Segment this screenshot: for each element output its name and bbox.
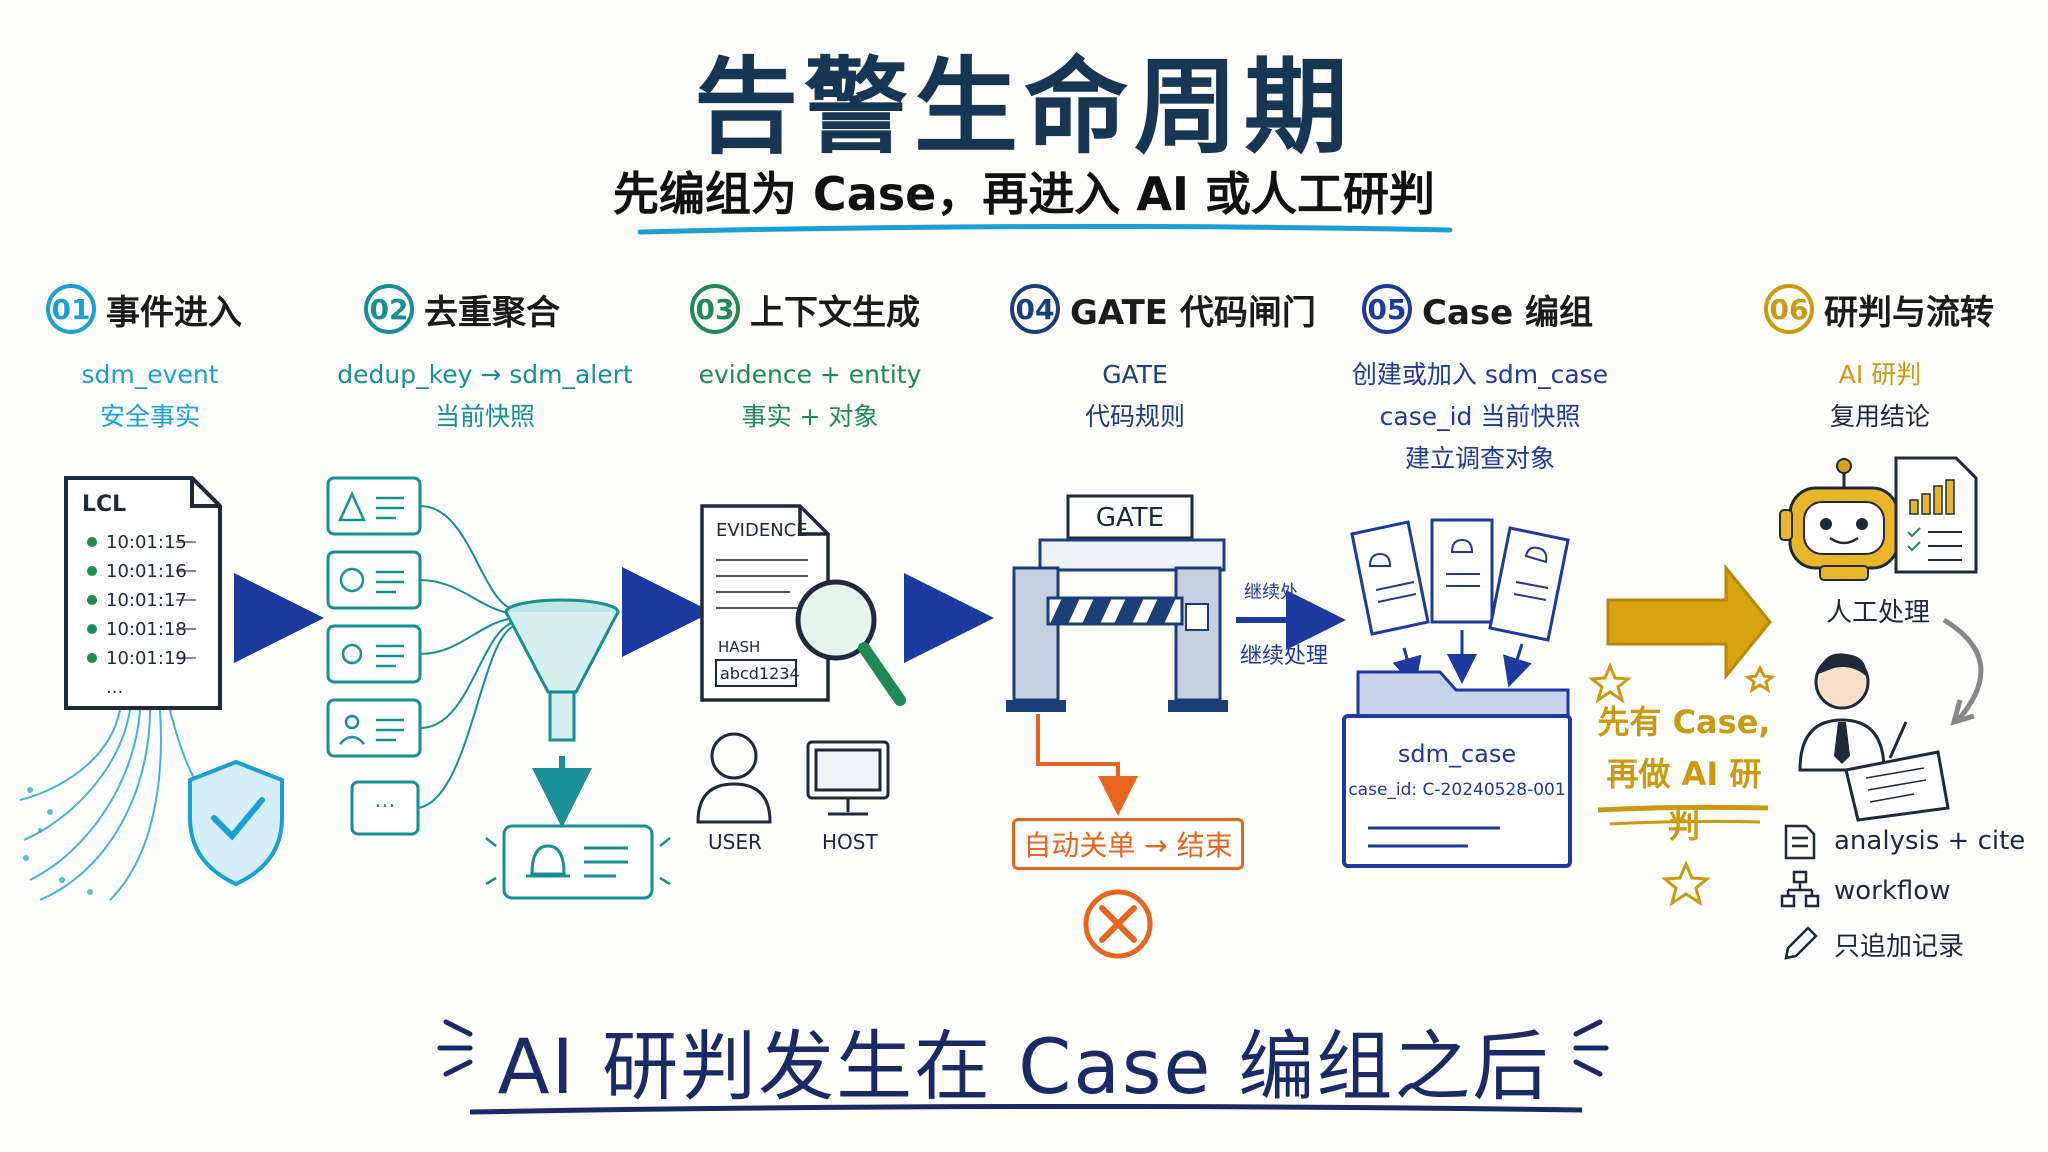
shield-check-icon [188, 759, 284, 887]
step-04-title: GATE 代码闸门 [1070, 292, 1316, 333]
log-document-icon [64, 476, 222, 710]
workflow-label: workflow [1834, 876, 1951, 906]
auto-close-box: 自动关单 → 结束 [1012, 818, 1244, 870]
gate-sign-text: GATE [1095, 503, 1165, 533]
analysis-cite-label: analysis + cite [1834, 826, 2026, 856]
footer-statement: AI 研判发生在 Case 编组之后 [497, 1022, 1551, 1111]
case-first-slogan: 先有 Case, 再做 AI 研判 [1597, 703, 1771, 845]
step-05-header: 05 Case 编组 [1362, 284, 1593, 334]
gate-continue-label: 继续处理 [1240, 644, 1329, 669]
chart-document-icon [1894, 456, 1978, 574]
gate-close-arrow [1036, 714, 1138, 816]
step-04-number: 04 [1010, 284, 1060, 334]
data-stream-lines [19, 709, 211, 901]
step-02-title: 去重聚合 [424, 292, 560, 333]
step-01-header: 01 事件进入 [46, 284, 242, 334]
step-06-number: 06 [1764, 284, 1814, 334]
magnifier-icon [795, 579, 906, 706]
manual-process-label: 人工处理 [1826, 598, 1931, 628]
step-05-title: Case 编组 [1422, 292, 1594, 333]
host-icon [806, 740, 890, 816]
log-times: 10:01:15 10:01:16 10:01:17 10:01:18 10:0… [106, 532, 187, 698]
funnel-input-lines [417, 505, 515, 809]
log-doc-label: LCL [82, 492, 127, 517]
step-03-header: 03 上下文生成 [690, 284, 920, 334]
step-03-title: 上下文生成 [750, 292, 920, 333]
user-label: USER [708, 830, 762, 854]
funnel-icon [504, 598, 620, 742]
case-folder-icon [1342, 670, 1572, 868]
workflow-icon [1780, 870, 1820, 908]
user-icon [696, 732, 772, 824]
pencil-icon [1784, 926, 1818, 960]
evidence-doc-title: EVIDENCE [716, 520, 808, 541]
step-02-header: 02 去重聚合 [364, 284, 560, 334]
alert-cards [326, 476, 422, 836]
step-04-header: 04 GATE 代码闸门 [1010, 284, 1316, 334]
robot-icon [1779, 458, 1909, 581]
hash-value: abcd1234 [720, 664, 800, 683]
gate-icon [1006, 494, 1228, 712]
person-writing-icon [1798, 653, 1950, 822]
more-alerts-ellipsis: ... [374, 788, 396, 813]
step-01-number: 01 [46, 284, 96, 334]
step-06-title: 研判与流转 [1824, 292, 1994, 333]
subtitle-underline [637, 223, 1453, 235]
step-05-number: 05 [1362, 284, 1412, 334]
append-only-label: 只追加记录 [1834, 932, 1965, 962]
footer-left-marks [437, 1019, 473, 1077]
step-02-number: 02 [364, 284, 414, 334]
gate-continue-top: 继续处 [1244, 582, 1298, 603]
analysis-doc-icon [1784, 824, 1816, 860]
case-folder-label: sdm_case [1397, 740, 1517, 768]
aggregated-alert-card [485, 824, 671, 900]
footer-underline [469, 1103, 1583, 1115]
cycle-arrows-icon [1942, 617, 1984, 726]
star-icons [1588, 662, 1776, 907]
page-title: 告警生命周期 [693, 46, 1354, 168]
page-subtitle: 先编组为 Case，再进入 AI 或人工研判 [612, 167, 1436, 221]
footer-right-marks [1573, 1019, 1609, 1077]
step-06-desc: AI 研判复用结论 [1829, 360, 1930, 431]
case-documents [1350, 518, 1570, 642]
slogan-underline [1597, 804, 1769, 813]
big-forward-arrow [1606, 563, 1772, 681]
step-06-header: 06 研判与流转 [1764, 284, 1994, 334]
log-bullets [87, 537, 97, 663]
host-label: HOST [822, 830, 878, 854]
hash-label: HASH [718, 638, 761, 656]
close-x-icon [1083, 889, 1153, 959]
step-03-number: 03 [690, 284, 740, 334]
step-01-title: 事件进入 [106, 292, 242, 333]
case-id-text: case_id: C-20240528-001 [1348, 780, 1566, 800]
